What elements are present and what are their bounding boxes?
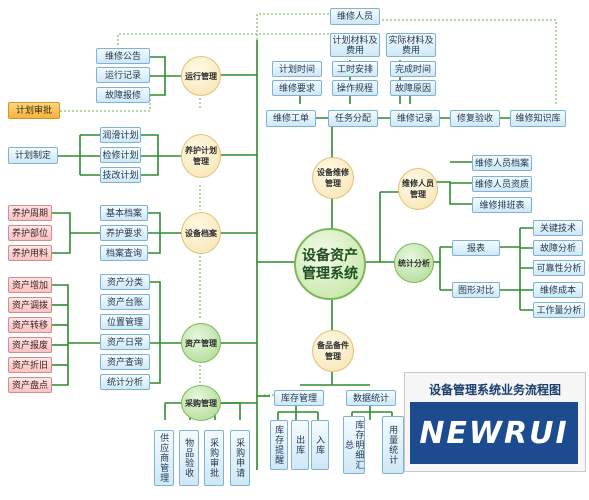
hub-repair[interactable]: 设备维修管理 bbox=[312, 157, 354, 199]
stats-item-reliability[interactable]: 可靠性分析 bbox=[533, 260, 585, 276]
stock-item-alert[interactable]: 库存提醒 bbox=[270, 420, 288, 470]
asset-item-daily[interactable]: 资产日常 bbox=[100, 334, 150, 350]
plan-approve-button[interactable]: 计划审批 bbox=[8, 102, 60, 119]
center-system[interactable]: 设备资产管理系统 bbox=[294, 228, 366, 300]
asset-left-add[interactable]: 资产增加 bbox=[8, 277, 52, 293]
stats-group-report[interactable]: 报表 bbox=[452, 240, 500, 256]
repair-staff[interactable]: 维修人员 bbox=[330, 8, 380, 25]
staff-item-schedule[interactable]: 维修排班表 bbox=[472, 197, 532, 213]
repair-cause[interactable]: 故障原因 bbox=[390, 80, 436, 96]
stock-item-in[interactable]: 入库 bbox=[311, 420, 329, 470]
footer-title: 设备管理系统业务流程图 bbox=[428, 382, 561, 397]
asset-left-transfer[interactable]: 资产调拨 bbox=[8, 297, 52, 313]
repair-flow-record[interactable]: 维修记录 bbox=[390, 110, 440, 127]
plan-item-inspect[interactable]: 检修计划 bbox=[100, 147, 141, 163]
run-item-report[interactable]: 故障报修 bbox=[96, 87, 150, 103]
hub-staff[interactable]: 维修人员管理 bbox=[398, 168, 438, 210]
repair-procedure[interactable]: 操作规程 bbox=[332, 80, 378, 96]
repair-flow-kb[interactable]: 维修知识库 bbox=[510, 110, 566, 127]
hub-spare[interactable]: 备品备件管理 bbox=[312, 330, 354, 372]
repair-plan-time[interactable]: 计划时间 bbox=[272, 61, 322, 77]
asset-left-move[interactable]: 资产转移 bbox=[8, 317, 52, 333]
repair-done-time[interactable]: 完成时间 bbox=[390, 61, 436, 77]
archive-item-basic[interactable]: 基本档案 bbox=[100, 205, 148, 221]
asset-item-class[interactable]: 资产分类 bbox=[100, 274, 150, 290]
repair-requirement[interactable]: 维修要求 bbox=[272, 80, 322, 96]
hub-maint-plan[interactable]: 养护计划管理 bbox=[181, 134, 221, 178]
repair-flow-accept[interactable]: 修复验收 bbox=[450, 110, 500, 127]
spare-group-stock[interactable]: 库存管理 bbox=[274, 390, 324, 406]
logo-text: NEWRUI bbox=[419, 415, 569, 451]
asset-left-scrap[interactable]: 资产报废 bbox=[8, 337, 52, 353]
plan-item-lube[interactable]: 润滑计划 bbox=[100, 127, 141, 143]
stats-group-chart[interactable]: 图形对比 bbox=[452, 282, 500, 298]
purchase-item-request[interactable]: 采购申请 bbox=[230, 430, 250, 486]
asset-left-depreciation[interactable]: 资产折旧 bbox=[8, 357, 52, 373]
archive-left-part[interactable]: 养护部位 bbox=[8, 225, 52, 241]
asset-item-query[interactable]: 资产查询 bbox=[100, 354, 150, 370]
data-item-detail[interactable]: 库存明细汇总 bbox=[343, 416, 365, 474]
archive-left-cycle[interactable]: 养护周期 bbox=[8, 205, 52, 221]
repair-plan-cost[interactable]: 计划材料及费用 bbox=[330, 33, 380, 57]
repair-work-time[interactable]: 工时安排 bbox=[332, 61, 378, 77]
purchase-item-approve[interactable]: 采购审批 bbox=[204, 430, 224, 486]
stats-item-workload[interactable]: 工作量分析 bbox=[533, 302, 585, 318]
repair-flow-assign[interactable]: 任务分配 bbox=[328, 110, 378, 127]
repair-actual-cost[interactable]: 实际材料及费用 bbox=[386, 33, 436, 57]
repair-flow-workorder[interactable]: 维修工单 bbox=[266, 110, 316, 127]
asset-left-inventory[interactable]: 资产盘点 bbox=[8, 377, 52, 393]
hub-stats[interactable]: 统计分析 bbox=[394, 243, 434, 283]
asset-item-ledger[interactable]: 资产台账 bbox=[100, 294, 150, 310]
purchase-item-accept[interactable]: 物品验收 bbox=[179, 430, 199, 486]
hub-archive[interactable]: 设备档案 bbox=[181, 212, 221, 254]
stats-item-fault[interactable]: 故障分析 bbox=[533, 240, 583, 256]
staff-item-archive[interactable]: 维修人员档案 bbox=[472, 155, 532, 171]
plan-make[interactable]: 计划制定 bbox=[8, 147, 58, 164]
stats-item-cost[interactable]: 维修成本 bbox=[533, 282, 583, 298]
hub-purchase[interactable]: 采购管理 bbox=[181, 385, 221, 421]
asset-item-stats[interactable]: 统计分析 bbox=[100, 374, 150, 390]
data-item-usage[interactable]: 用量统计 bbox=[382, 416, 404, 474]
run-item-record[interactable]: 运行记录 bbox=[96, 67, 150, 83]
plan-item-retrofit[interactable]: 技改计划 bbox=[100, 167, 141, 183]
hub-run[interactable]: 运行管理 bbox=[181, 56, 221, 96]
brand-logo: NEWRUI bbox=[410, 402, 578, 464]
archive-item-req[interactable]: 养护要求 bbox=[100, 225, 148, 241]
archive-left-material[interactable]: 养护用料 bbox=[8, 245, 52, 261]
spare-group-data[interactable]: 数据统计 bbox=[346, 390, 396, 406]
hub-asset[interactable]: 资产管理 bbox=[181, 323, 221, 363]
stats-item-key-tech[interactable]: 关键技术 bbox=[533, 220, 583, 236]
stock-item-out[interactable]: 出库 bbox=[291, 420, 309, 470]
staff-item-qualification[interactable]: 维修人员资质 bbox=[472, 176, 532, 192]
purchase-item-supplier[interactable]: 供应商管理 bbox=[154, 430, 174, 486]
asset-item-location[interactable]: 位置管理 bbox=[100, 314, 150, 330]
run-item-notice[interactable]: 维修公告 bbox=[96, 48, 150, 64]
archive-item-query[interactable]: 档案查询 bbox=[100, 245, 148, 261]
